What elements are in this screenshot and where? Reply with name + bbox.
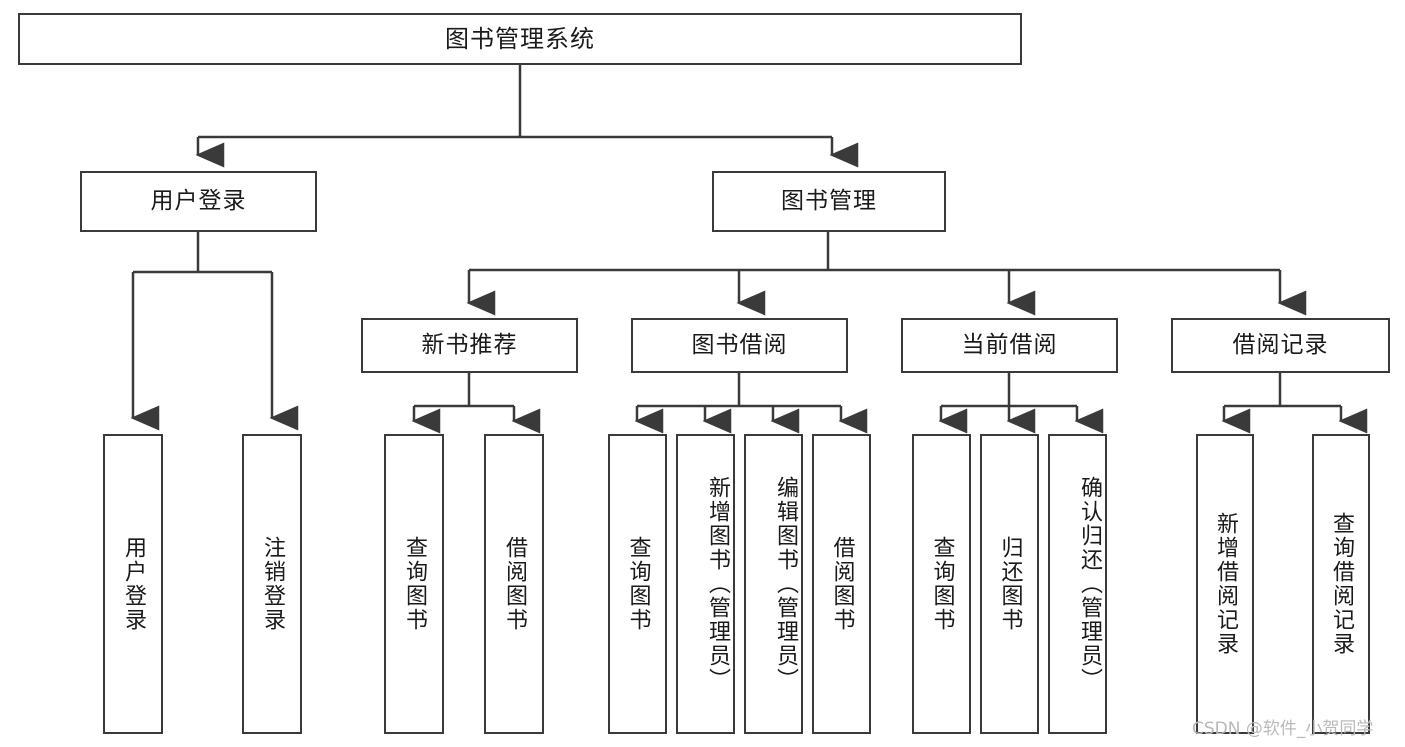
- node-label: 查询图书: [625, 536, 651, 632]
- node-label: 归还图书: [997, 536, 1023, 632]
- node-book-management[interactable]: 图书管理: [712, 171, 946, 232]
- node-label: 图书管理系统: [445, 24, 595, 53]
- node-label: 借阅图书: [829, 536, 855, 632]
- node-label: 当前借阅: [961, 331, 1058, 358]
- node-label: 借阅图书: [502, 536, 527, 632]
- leaf-user-login-login[interactable]: 用户登录: [103, 434, 163, 734]
- node-label: 编辑图书（管理员）: [773, 476, 798, 692]
- node-label: 用户登录: [150, 187, 247, 214]
- leaf-book-borrow-edit[interactable]: 编辑图书（管理员）: [744, 434, 803, 734]
- leaf-current-borrow-return[interactable]: 归还图书: [980, 434, 1039, 734]
- node-label: 用户登录: [121, 536, 146, 632]
- node-label: 图书管理: [781, 187, 877, 214]
- leaf-borrow-record-add[interactable]: 新增借阅记录: [1196, 434, 1254, 734]
- node-label: 注销登录: [260, 536, 285, 632]
- node-label: 新书推荐: [421, 331, 518, 358]
- node-label: 查询图书: [929, 536, 955, 632]
- node-user-login[interactable]: 用户登录: [80, 171, 317, 232]
- node-label: 查询借阅记录: [1329, 512, 1354, 656]
- node-label: 确认归还（管理员）: [1077, 476, 1102, 692]
- leaf-user-login-logout[interactable]: 注销登录: [242, 434, 302, 734]
- leaf-book-borrow-add[interactable]: 新增图书（管理员）: [676, 434, 735, 734]
- leaf-new-book-query[interactable]: 查询图书: [384, 434, 444, 734]
- leaf-current-borrow-query[interactable]: 查询图书: [912, 434, 971, 734]
- node-root-system[interactable]: 图书管理系统: [18, 13, 1022, 65]
- node-label: 借阅记录: [1232, 331, 1329, 358]
- leaf-borrow-record-query[interactable]: 查询借阅记录: [1312, 434, 1370, 734]
- node-borrow-record[interactable]: 借阅记录: [1171, 318, 1390, 373]
- leaf-current-borrow-confirm-return[interactable]: 确认归还（管理员）: [1048, 434, 1107, 734]
- node-new-book-recommend[interactable]: 新书推荐: [361, 318, 578, 373]
- watermark: CSDN @软件_小贺同学: [1192, 719, 1374, 739]
- node-label: 新增图书（管理员）: [705, 476, 730, 692]
- node-label: 图书借阅: [691, 331, 788, 358]
- node-current-borrow[interactable]: 当前借阅: [901, 318, 1118, 373]
- node-label: 新增借阅记录: [1213, 512, 1238, 656]
- node-label: 查询图书: [402, 536, 427, 632]
- node-book-borrow[interactable]: 图书借阅: [631, 318, 848, 373]
- leaf-book-borrow-query[interactable]: 查询图书: [608, 434, 667, 734]
- leaf-new-book-borrow[interactable]: 借阅图书: [484, 434, 544, 734]
- leaf-book-borrow-borrow[interactable]: 借阅图书: [812, 434, 871, 734]
